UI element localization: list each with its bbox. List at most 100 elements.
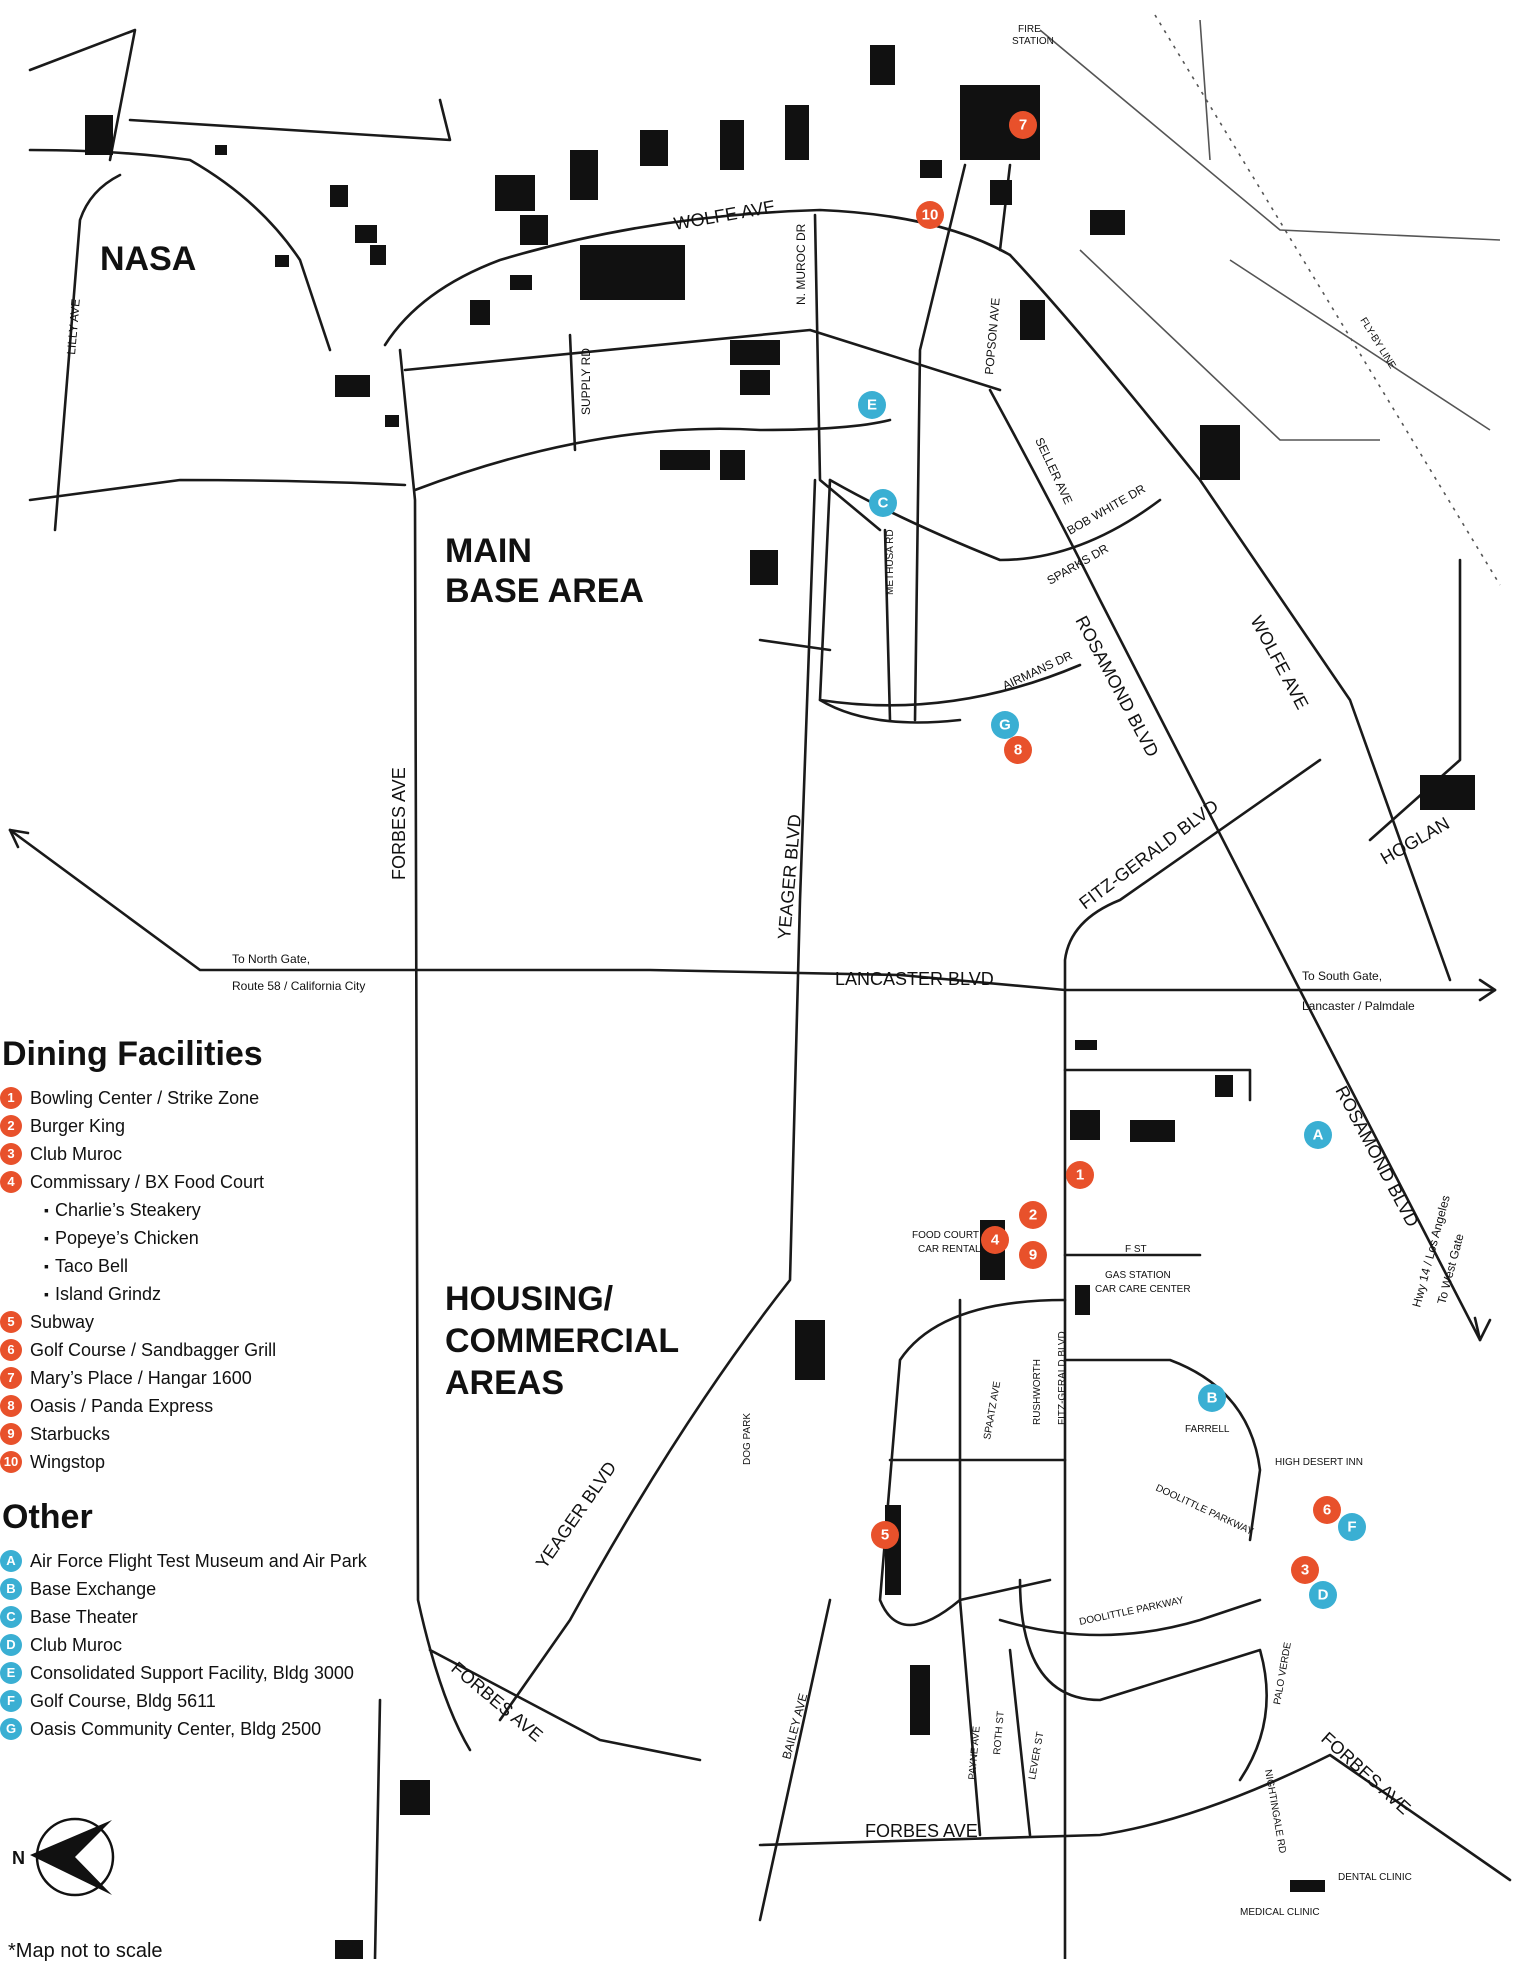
legend-label: Oasis / Panda Express <box>30 1396 214 1416</box>
street-seller-ave: SELLER AVE <box>1032 435 1075 506</box>
legend-label: Commissary / BX Food Court <box>30 1172 265 1192</box>
place-dental-clinic: DENTAL CLINIC <box>1338 1872 1412 1883</box>
other-marker-e[interactable]: E <box>858 391 886 419</box>
road-east-west-1 <box>403 328 1002 392</box>
road-popson-east <box>998 163 1012 252</box>
marker-label: F <box>1347 1519 1356 1536</box>
road-muroc <box>813 213 882 532</box>
road-bailey <box>758 1598 832 1922</box>
legend-dot: 9 <box>0 1423 22 1445</box>
road-wolfe-ave-east <box>1008 253 1452 982</box>
street-forbes-ave-bottom: FORBES AVE <box>865 1821 978 1841</box>
place-labels: FIRE STATION FOOD COURT / CAR RENTAL GAS… <box>742 24 1412 1918</box>
dining-marker-10[interactable]: 10 <box>916 201 944 229</box>
street-sparks-dr: SPARKS DR <box>1045 541 1112 588</box>
marker-label: A <box>1313 1127 1324 1144</box>
legend-commissary-sub-item: Taco Bell <box>0 1252 420 1280</box>
dining-marker-1[interactable]: 1 <box>1066 1161 1094 1189</box>
street-forbes-ave-main: FORBES AVE <box>389 767 409 880</box>
street-bob-white-dr: BOB WHITE DR <box>1065 481 1149 537</box>
marker-label: 6 <box>1323 1502 1331 1519</box>
street-hoglan: HOGLAN <box>1377 813 1453 868</box>
other-marker-c[interactable]: C <box>869 489 897 517</box>
legend-label: Base Theater <box>30 1607 138 1627</box>
marker-circle <box>858 391 886 419</box>
marker-circle <box>1019 1241 1047 1269</box>
legend-label: Club Muroc <box>30 1144 123 1164</box>
direction-north-gate-1: To North Gate, <box>232 952 310 966</box>
other-marker-a[interactable]: A <box>1304 1121 1332 1149</box>
area-label-housing-3: AREAS <box>445 1364 564 1402</box>
street-forbes-ave-se: FORBES AVE <box>1317 1728 1414 1818</box>
legend-dot: A <box>0 1550 22 1572</box>
street-n-muroc-dr: N. MUROC DR <box>794 223 808 305</box>
legend-dot: C <box>0 1606 22 1628</box>
other-marker-f[interactable]: F <box>1338 1513 1366 1541</box>
compass-arrow-icon <box>30 1820 112 1895</box>
legend-label: Starbucks <box>30 1424 111 1444</box>
road-housing-inner <box>888 1298 1067 1602</box>
dining-marker-7[interactable]: 7 <box>1009 111 1037 139</box>
street-lilly-ave: LILLY AVE <box>64 298 83 355</box>
legend-label: Consolidated Support Facility, Bldg 3000 <box>30 1663 354 1683</box>
legend-label: Club Muroc <box>30 1635 123 1655</box>
street-spaatz-ave: SPAATZ AVE <box>982 1380 1003 1440</box>
street-f-st: F ST <box>1125 1244 1147 1255</box>
other-marker-d[interactable]: D <box>1309 1581 1337 1609</box>
marker-circle <box>1313 1496 1341 1524</box>
dining-marker-3[interactable]: 3 <box>1291 1556 1319 1584</box>
legend-dot: 4 <box>0 1171 22 1193</box>
arrow-north-gate <box>8 828 30 849</box>
other-marker-g[interactable]: G <box>991 711 1019 739</box>
street-doolittle-parkway-lower: DOOLITTLE PARKWAY <box>1078 1595 1185 1628</box>
marker-label: G <box>999 717 1011 734</box>
other-marker-b[interactable]: B <box>1198 1384 1226 1412</box>
street-popson-ave: POPSON AVE <box>982 297 1003 375</box>
place-fire-station-1: FIRE <box>1018 24 1041 35</box>
marker-label: E <box>867 397 877 414</box>
legend-dot: D <box>0 1634 22 1656</box>
dining-marker-5[interactable]: 5 <box>871 1521 899 1549</box>
map-markers: 1 2 3 4 5 6 7 8 9 10A B C D E F G <box>858 111 1366 1609</box>
road-forbes-sw <box>428 1648 702 1762</box>
marker-circle <box>869 489 897 517</box>
legend-other-item-d: D Club Muroc <box>0 1631 420 1659</box>
legend-dot: 3 <box>0 1143 22 1165</box>
legend-label: Subway <box>30 1312 95 1332</box>
dining-marker-9[interactable]: 9 <box>1019 1241 1047 1269</box>
street-farrell: FARRELL <box>1185 1424 1230 1435</box>
dining-marker-2[interactable]: 2 <box>1019 1201 1047 1229</box>
marker-circle <box>1304 1121 1332 1149</box>
arrow-west-gate <box>1473 1316 1492 1342</box>
marker-circle <box>1309 1581 1337 1609</box>
area-label-housing-2: COMMERCIAL <box>445 1322 679 1360</box>
road-nasa-lower <box>28 478 407 502</box>
street-payne-ave: PAYNE AVE <box>967 1725 983 1780</box>
legend-label: Bowling Center / Strike Zone <box>30 1088 260 1108</box>
marker-label: 2 <box>1029 1207 1037 1224</box>
legend-commissary-sub-item: Popeye’s Chicken <box>0 1224 420 1252</box>
road-housing-north <box>1063 1068 1252 1102</box>
place-dog-park: DOG PARK <box>742 1413 753 1465</box>
road-forbes-bottom <box>758 1753 1512 1882</box>
marker-circle <box>916 201 944 229</box>
legend-dot: 7 <box>0 1367 22 1389</box>
road-payne <box>958 1598 1032 1837</box>
street-doolittle-parkway-upper: DOOLITTLE PARKWAY <box>1154 1483 1255 1538</box>
marker-circle <box>871 1521 899 1549</box>
legend-dining-item-4: 4 Commissary / BX Food Court <box>0 1168 420 1196</box>
dining-marker-8[interactable]: 8 <box>1004 736 1032 764</box>
legend-dot: F <box>0 1690 22 1712</box>
road-doolittle-lower <box>998 1598 1262 1637</box>
dining-marker-6[interactable]: 6 <box>1313 1496 1341 1524</box>
legend-dot: B <box>0 1578 22 1600</box>
dining-marker-4[interactable]: 4 <box>981 1226 1009 1254</box>
